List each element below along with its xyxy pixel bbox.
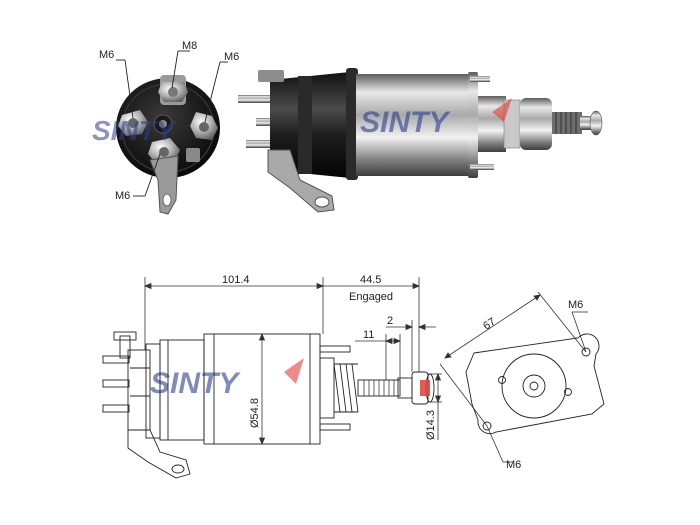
watermark-text: SINTY [360,106,451,139]
label-m8-top: M8 [182,40,197,52]
side-technical-drawing [102,331,435,479]
dim-diameter-plunger: Ø14.3 [425,410,437,440]
mount-bracket [149,155,179,215]
label-flange-bottom-hole: M6 [506,459,521,471]
label-flange-top-hole: M6 [568,299,583,311]
terminal-right [190,112,218,140]
flange-hole-top [581,347,591,357]
dimension-lines-side [143,277,442,446]
watermark-text: SINTY [150,367,241,400]
dimension-lines-flange [439,291,588,463]
dim-2-label: 2 [387,315,393,327]
label-m6-top-right: M6 [224,51,239,63]
terminal-top [158,75,188,105]
dim-diameter-body: Ø54.8 [249,398,261,428]
watermark-text: SINTY [92,115,177,146]
watermark-lower: SINTY [150,358,304,400]
dim-11-label: 11 [363,329,374,341]
side-view-photo [238,68,603,213]
dim-hole-distance: 67 [481,316,498,333]
label-m6-top-left: M6 [99,49,114,61]
dim-stroke-note: Engaged [349,291,393,303]
dim-stroke-label: 44.5 [360,274,381,286]
flange-drawing [465,333,605,435]
side-bracket [267,149,335,213]
watermark-left: SINTY [92,115,177,146]
terminal-left [118,110,148,136]
watermark-mid: SINTY [360,98,512,139]
dim-length-label: 101.4 [222,274,250,286]
label-m6-bottom: M6 [115,190,130,202]
chrome-body [356,74,474,176]
spring-coils [333,363,359,413]
terminal-center [153,114,173,134]
flange-hole-bottom [482,421,492,431]
end-view-photo [116,75,220,215]
